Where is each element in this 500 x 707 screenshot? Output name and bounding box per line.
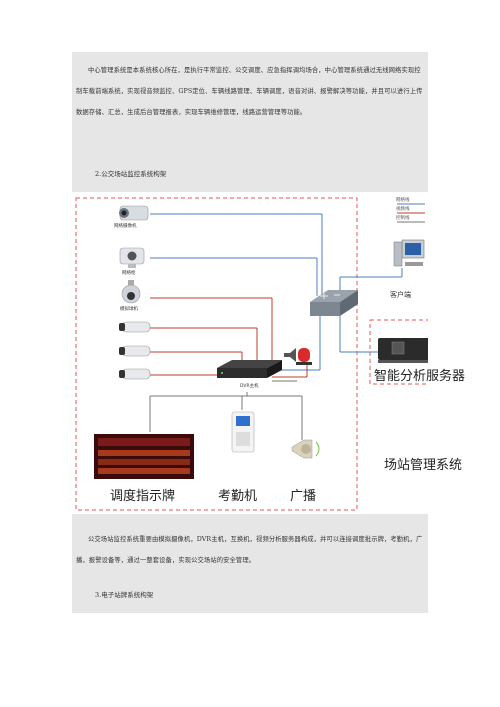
paragraph-central-management: 中心管理系统是本系统核心所在，是执行平常监控、公交调度、应急指挥调均场合，中心管… bbox=[76, 67, 423, 116]
analog-bullet-camera-icon bbox=[119, 321, 151, 333]
broadcast-speaker-icon bbox=[291, 439, 320, 459]
network-switch-icon bbox=[310, 290, 358, 316]
label-station-management-system: 场站管理系统 bbox=[384, 458, 463, 473]
alarm-speaker-icon bbox=[284, 348, 296, 362]
paragraph-station-monitoring: 公交场站监控系统重要由模拟摄像机，DVR主机，互换机，视频分析服务器构成，并可以… bbox=[76, 536, 423, 564]
station-monitoring-architecture-diagram: 网络线 视频线 控制线 网络摄像机 网络枪 模拟球机 DVR主机 客户端 智能分… bbox=[72, 192, 465, 514]
station-frame bbox=[75, 197, 358, 511]
section-heading-station-monitoring: 2.公交场站监控系统构架 bbox=[95, 170, 167, 178]
label-analog-dome: 模拟球机 bbox=[120, 307, 138, 312]
legend-video-line: 视频线 bbox=[396, 207, 410, 212]
dvr-recorder-icon bbox=[217, 360, 282, 378]
legend-network-line: 网络线 bbox=[396, 198, 410, 203]
dispatch-led-board-icon bbox=[94, 434, 194, 479]
network-bullet-camera-icon bbox=[119, 247, 145, 268]
attendance-machine-icon bbox=[231, 411, 255, 453]
analog-bullet-camera-icon bbox=[119, 345, 151, 357]
label-dispatch-board: 调度指示牌 bbox=[110, 489, 176, 504]
analog-dome-camera-icon bbox=[121, 280, 141, 304]
label-network-camera: 网络摄像机 bbox=[114, 224, 137, 229]
label-client: 客户端 bbox=[390, 291, 411, 299]
section-heading-electronic-stop-sign: 3.电子站牌系统构架 bbox=[95, 591, 154, 599]
label-dvr: DVR主机 bbox=[240, 384, 259, 389]
diagram-svg bbox=[75, 197, 428, 511]
network-camera-icon bbox=[119, 205, 149, 221]
legend-control-line: 控制线 bbox=[396, 216, 410, 221]
label-broadcast: 广播 bbox=[290, 489, 317, 504]
label-attendance-machine: 考勤机 bbox=[218, 489, 258, 504]
smart-analysis-server-icon bbox=[378, 338, 428, 363]
label-network-bullet: 网络枪 bbox=[122, 271, 136, 276]
label-smart-analysis-server: 智能分析服务器 bbox=[374, 369, 466, 384]
client-pc-icon bbox=[393, 239, 425, 267]
alarm-siren-icon bbox=[296, 348, 312, 365]
analog-bullet-camera-icon bbox=[119, 368, 151, 380]
